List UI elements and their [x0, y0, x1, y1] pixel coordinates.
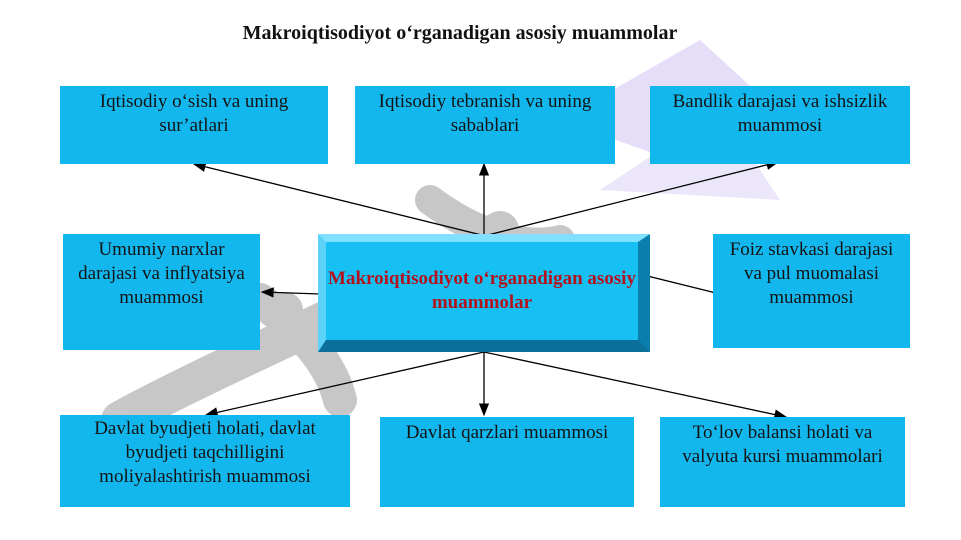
arrow-to-employment [483, 159, 780, 237]
arrow-to-balance [483, 351, 788, 420]
box-balance-of-payments: To‘lov balansi holati va valyuta kursi m… [660, 417, 905, 507]
page-title: Makroiqtisodiyot o‘rganadigan asosiy mua… [242, 22, 678, 44]
box-budget: Davlat byudjeti holati, davlat byudjeti … [60, 415, 350, 507]
box-employment: Bandlik darajasi va ishsizlik muammosi [650, 86, 910, 164]
box-inflation: Umumiy narxlar darajasi va inflyatsiya m… [63, 234, 260, 350]
arrow-to-budget [204, 351, 485, 418]
box-public-debt: Davlat qarzlari muammosi [380, 417, 634, 507]
center-label: Makroiqtisodiyot o‘rganadigan asosiy mua… [328, 268, 636, 313]
box-economic-growth: Iqtisodiy o‘sish va uning sur’atlari [60, 86, 328, 164]
center-box: Makroiqtisodiyot o‘rganadigan asosiy mua… [318, 234, 650, 352]
box-interest-rate: Foiz stavkasi darajasi va pul muomalasi … [713, 234, 910, 348]
arrow-to-inflation [260, 287, 321, 298]
box-economic-fluctuation: Iqtisodiy tebranish va uning sabablari [355, 86, 615, 164]
